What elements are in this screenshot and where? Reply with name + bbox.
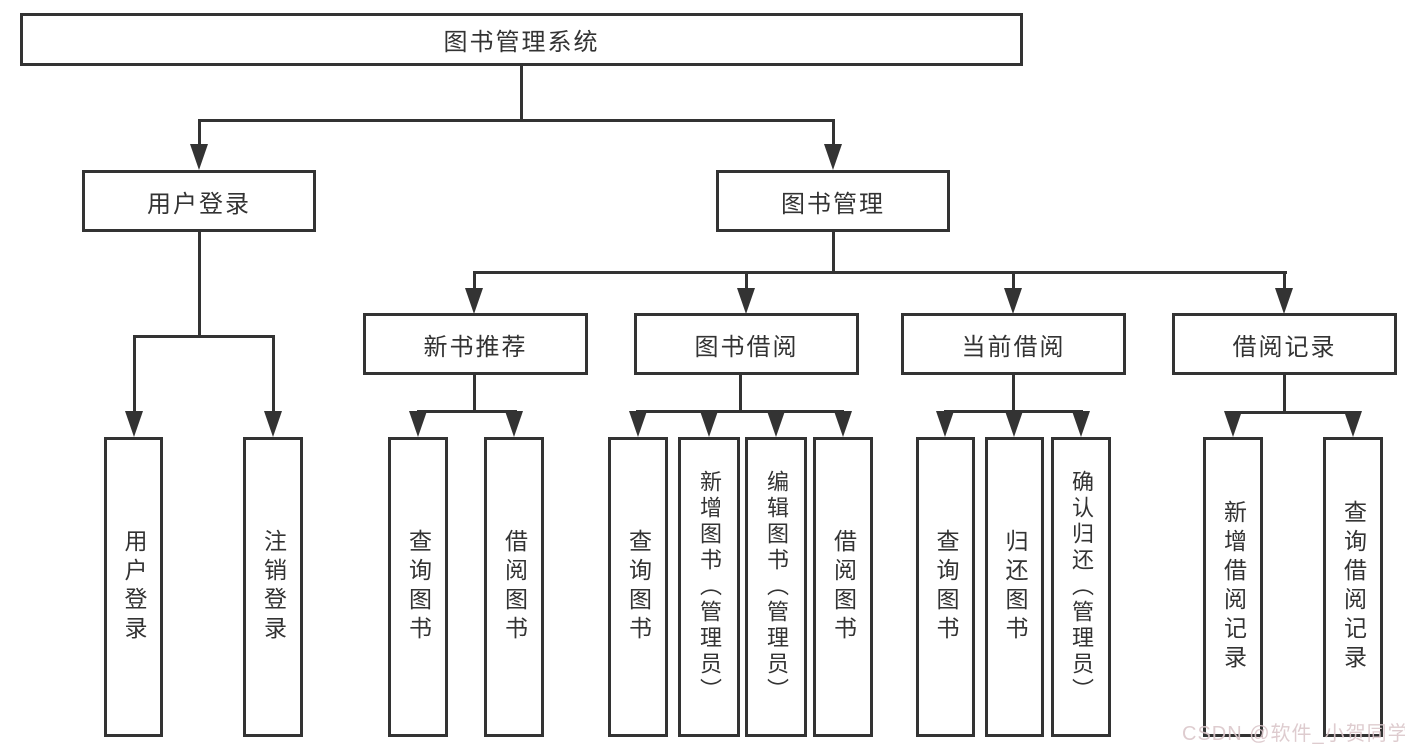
node-new-book-recommend: 新书推荐 [363, 313, 588, 375]
connector-level1-branch [198, 119, 835, 122]
node-user-login-label: 用户登录 [147, 190, 251, 218]
arrow-down-icon [824, 144, 842, 170]
leaf-borrow-books: 借阅图书 [813, 437, 873, 737]
node-borrow-records-label: 借阅记录 [1232, 333, 1337, 361]
connector-level2-branch [473, 271, 1287, 274]
leaf-label: 查询图书 [933, 529, 959, 645]
connector-borrow-branch [636, 410, 844, 413]
leaf-confirm-return-admin: 确认归还（管理员） [1051, 437, 1111, 737]
connector-records-trunk [1283, 375, 1286, 414]
leaf-query-borrow-record: 查询借阅记录 [1323, 437, 1383, 737]
leaf-label: 归还图书 [1002, 529, 1028, 645]
node-current-borrow-label: 当前借阅 [961, 333, 1066, 361]
arrow-down-icon [264, 411, 282, 437]
arrow-down-icon [125, 411, 143, 437]
node-book-management: 图书管理 [716, 170, 950, 232]
leaf-edit-books-admin: 编辑图书（管理员） [745, 437, 807, 737]
node-borrow-records: 借阅记录 [1172, 313, 1397, 375]
leaf-label: 借阅图书 [830, 529, 857, 645]
arrow-down-icon [1344, 411, 1362, 437]
node-current-borrow: 当前借阅 [901, 313, 1126, 375]
arrow-down-icon [409, 411, 427, 437]
leaf-label: 新增图书（管理员） [697, 470, 722, 704]
connector-current-trunk [1012, 375, 1015, 413]
node-root: 图书管理系统 [20, 13, 1023, 66]
arrow-down-icon [700, 411, 718, 437]
leaf-logout: 注销登录 [243, 437, 303, 737]
arrow-down-icon [1072, 411, 1090, 437]
connector-drop-recommend [473, 271, 476, 291]
leaf-label: 编辑图书（管理员） [764, 470, 789, 704]
node-user-login: 用户登录 [82, 170, 316, 232]
arrow-down-icon [1275, 288, 1293, 314]
leaf-label: 查询图书 [625, 529, 652, 645]
leaf-add-books-admin: 新增图书（管理员） [678, 437, 740, 737]
leaf-add-borrow-record: 新增借阅记录 [1203, 437, 1263, 737]
leaf-return-books: 归还图书 [985, 437, 1044, 737]
leaf-label: 借阅图书 [501, 529, 528, 645]
connector-recommend-branch [417, 410, 517, 413]
connector-login-branch [133, 335, 275, 338]
node-new-book-recommend-label: 新书推荐 [423, 333, 528, 361]
connector-drop-login-leaf1 [133, 335, 136, 413]
connector-login-trunk [198, 232, 201, 338]
leaf-label: 注销登录 [260, 529, 287, 645]
node-root-label: 图书管理系统 [443, 29, 600, 56]
leaf-label: 用户登录 [121, 529, 147, 645]
leaf-query-books-borrow: 查询图书 [608, 437, 668, 737]
leaf-label: 查询借阅记录 [1340, 500, 1367, 674]
connector-records-branch [1232, 411, 1355, 414]
arrow-down-icon [629, 411, 647, 437]
connector-drop-login-leaf2 [272, 335, 275, 413]
connector-drop-borrow [745, 271, 748, 291]
arrow-down-icon [767, 411, 785, 437]
leaf-query-books-current: 查询图书 [916, 437, 975, 737]
arrow-down-icon [505, 411, 523, 437]
connector-mgmt-trunk [832, 232, 835, 274]
connector-recommend-trunk [473, 375, 476, 413]
leaf-label: 确认归还（管理员） [1069, 470, 1094, 704]
arrow-down-icon [1224, 411, 1242, 437]
leaf-label: 新增借阅记录 [1220, 500, 1247, 674]
node-book-management-label: 图书管理 [781, 190, 885, 218]
connector-borrow-trunk [739, 375, 742, 413]
arrow-down-icon [834, 411, 852, 437]
arrow-down-icon [1005, 411, 1023, 437]
connector-root-trunk [520, 66, 523, 122]
arrow-down-icon [936, 411, 954, 437]
arrow-down-icon [1004, 288, 1022, 314]
arrow-down-icon [190, 144, 208, 170]
node-book-borrow-label: 图书借阅 [694, 333, 799, 361]
leaf-label: 查询图书 [405, 529, 432, 645]
leaf-query-books-recommend: 查询图书 [388, 437, 448, 737]
arrow-down-icon [465, 288, 483, 314]
connector-drop-records [1283, 271, 1286, 291]
connector-drop-login [198, 119, 201, 145]
node-book-borrow: 图书借阅 [634, 313, 859, 375]
csdn-watermark: CSDN @软件_小贺同学 [1182, 723, 1405, 745]
arrow-down-icon [737, 288, 755, 314]
connector-drop-mgmt [832, 119, 835, 145]
leaf-user-login: 用户登录 [104, 437, 163, 737]
leaf-borrow-books-recommend: 借阅图书 [484, 437, 544, 737]
connector-drop-current [1012, 271, 1015, 291]
